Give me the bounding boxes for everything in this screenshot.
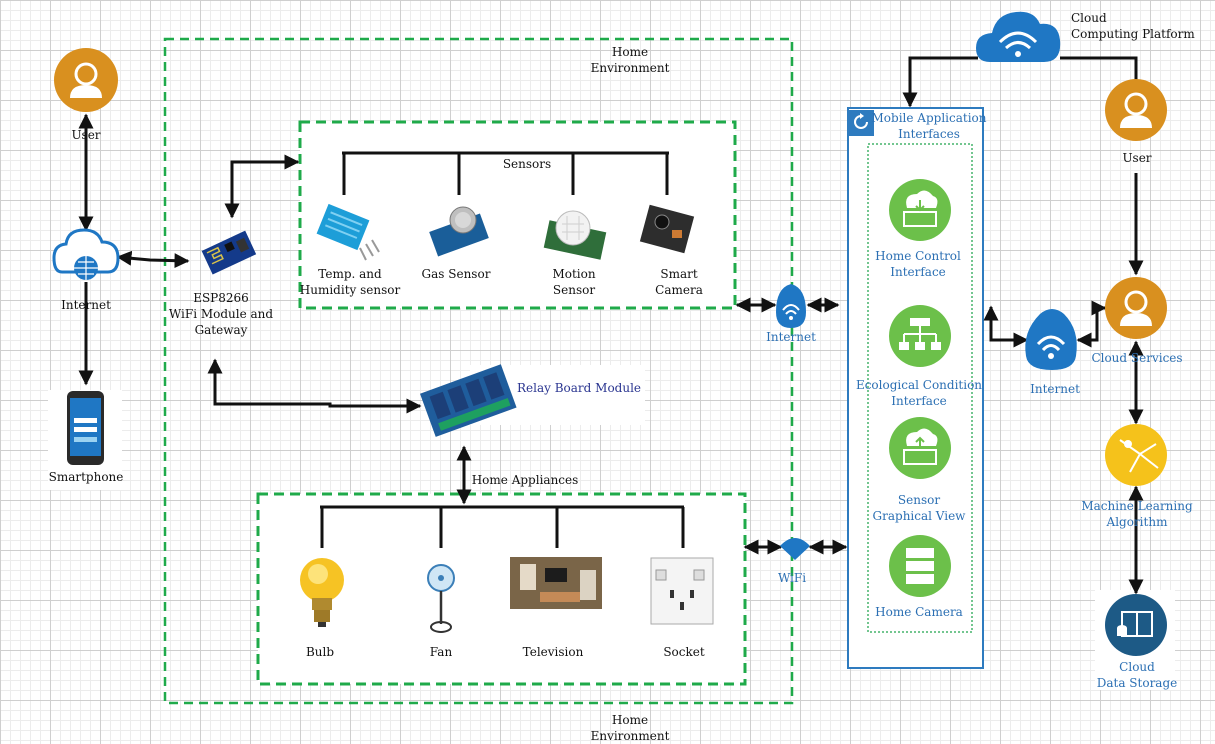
internet-right-label: Internet — [1030, 382, 1080, 396]
user-icon — [54, 48, 118, 112]
interface-icon — [889, 305, 951, 367]
internet-label: Internet — [61, 298, 111, 312]
relay-board-label: Relay Board Module — [517, 381, 641, 395]
user-icon — [1105, 79, 1167, 141]
interface-icon — [889, 417, 951, 479]
bulb-label: Bulb — [306, 645, 334, 659]
connectors — [78, 56, 1144, 595]
television-label: Television — [523, 645, 584, 659]
internet-mid-label: Internet — [766, 330, 816, 344]
storage-icon — [1105, 594, 1167, 656]
interface-icon — [889, 179, 951, 241]
mobile-app-inner — [867, 143, 973, 633]
esp8266-icon — [201, 230, 257, 275]
fan-label: Fan — [430, 645, 453, 659]
camera-board-icon — [639, 204, 695, 254]
dht-sensor-icon — [316, 203, 380, 261]
bulb-icon — [300, 558, 344, 627]
smartphone-label: Smartphone — [49, 470, 124, 484]
fan-icon — [427, 564, 455, 633]
cloud-services-label: Cloud Services — [1091, 351, 1182, 365]
wifi-icon — [780, 538, 810, 560]
television-icon — [510, 557, 602, 609]
relay-board-icon — [420, 364, 517, 437]
wifi-icon — [776, 284, 806, 328]
user-label: User — [71, 128, 100, 142]
wifi-mid-label: WiFi — [778, 571, 806, 585]
sensors-label: Sensors — [503, 157, 551, 171]
wifi-icon — [1025, 309, 1077, 370]
socket-icon — [650, 557, 714, 625]
cloud-platform-icon — [976, 11, 1061, 62]
smartphone-icon — [67, 391, 104, 465]
interface-icon — [889, 535, 951, 597]
gas-sensor-icon — [429, 206, 489, 257]
home-appliances-label: Home Appliances — [472, 473, 579, 487]
pir-sensor-icon — [543, 210, 607, 260]
refresh-icon — [849, 110, 874, 136]
gas-sensor-label: Gas Sensor — [422, 267, 491, 281]
user-right-label: User — [1122, 151, 1151, 165]
home-environment-boundary — [163, 37, 794, 705]
internet-cloud-icon — [52, 228, 120, 280]
socket-label: Socket — [663, 645, 705, 659]
home-camera-label: Home Camera — [875, 605, 963, 619]
cloud-services-icon — [1105, 277, 1167, 339]
ml-icon — [1105, 424, 1167, 486]
